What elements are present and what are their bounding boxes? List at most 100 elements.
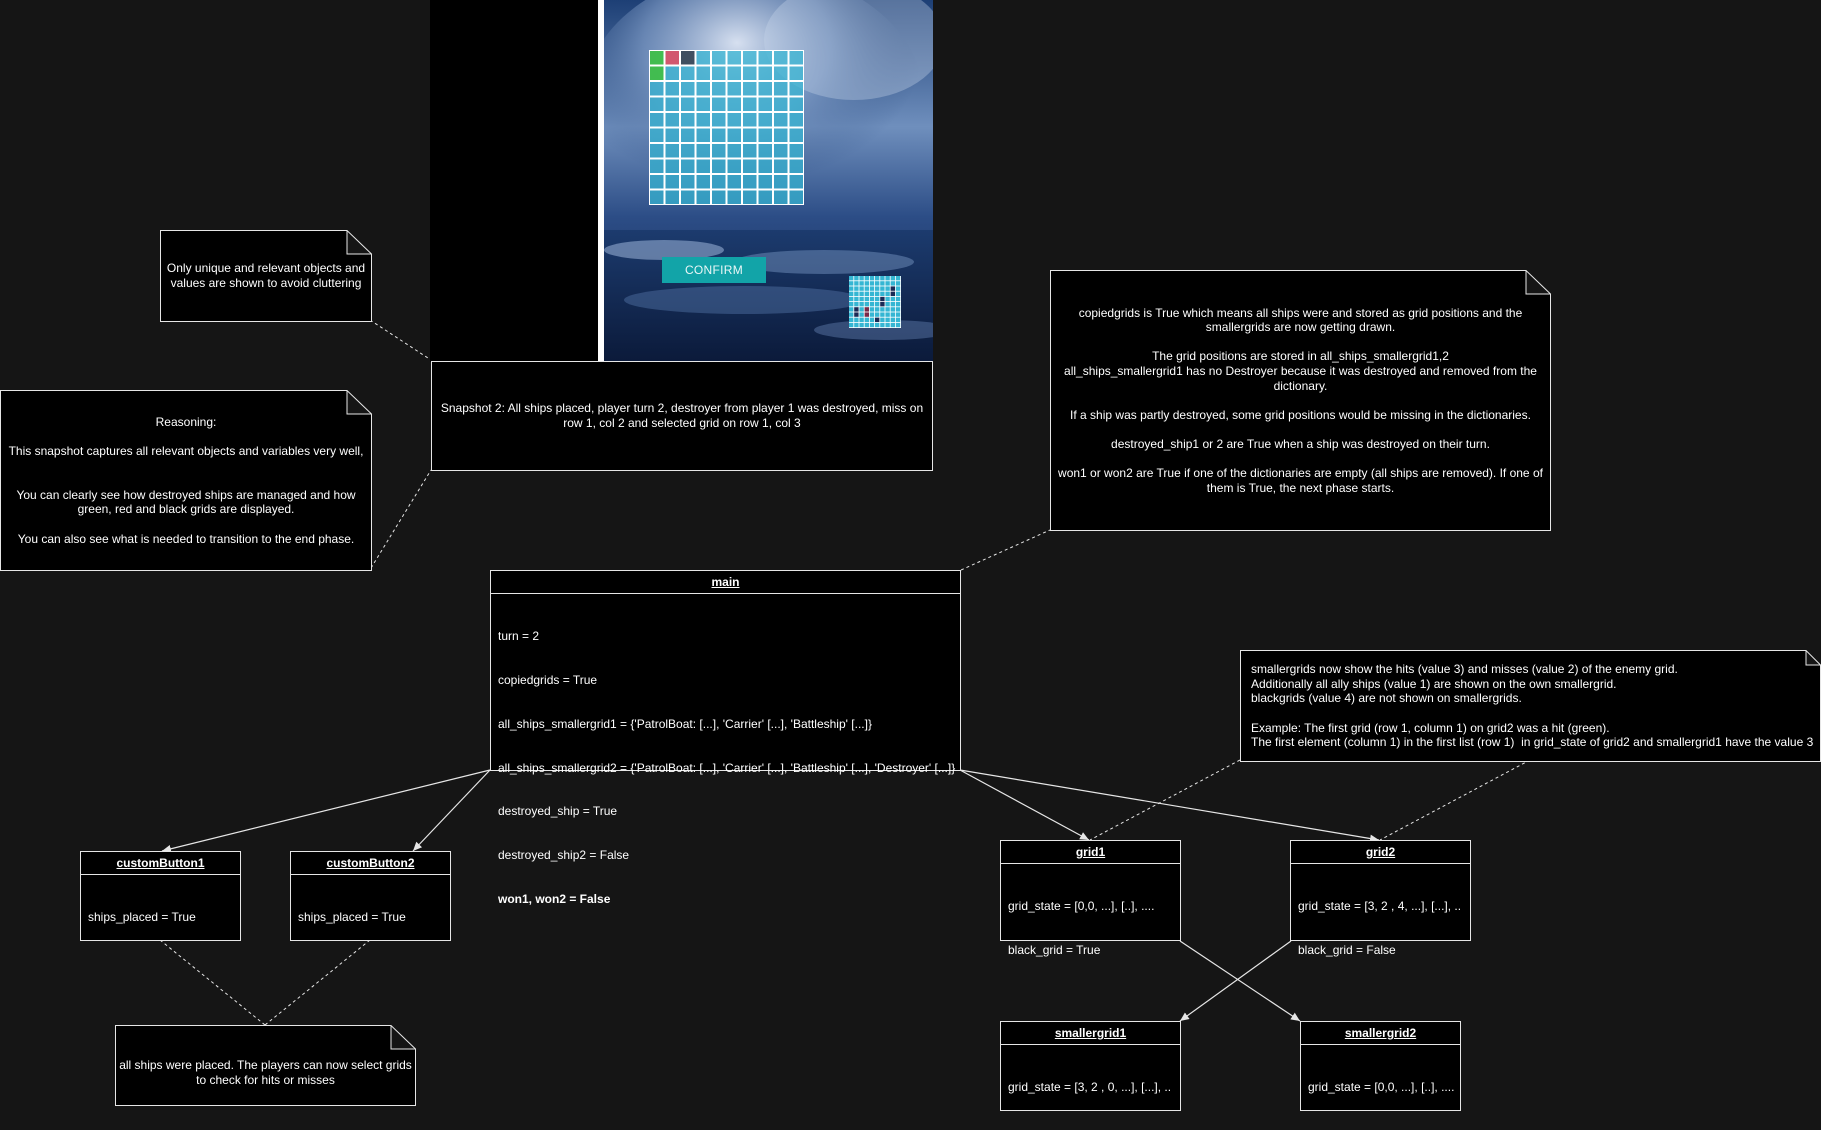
grid-cell[interactable] <box>664 189 680 205</box>
grid-cell[interactable] <box>757 189 773 205</box>
grid-cell[interactable] <box>664 65 680 81</box>
grid-cell[interactable] <box>773 96 789 112</box>
grid-cell[interactable] <box>726 112 742 128</box>
confirm-button[interactable]: CONFIRM <box>662 257 766 283</box>
grid-cell[interactable] <box>726 189 742 205</box>
grid-cell[interactable] <box>742 174 758 190</box>
grid-cell[interactable] <box>773 127 789 143</box>
grid-cell[interactable] <box>649 158 665 174</box>
grid-cell[interactable] <box>695 174 711 190</box>
grid-cell[interactable] <box>788 127 804 143</box>
grid-cell[interactable] <box>664 112 680 128</box>
grid-cell[interactable] <box>742 112 758 128</box>
grid-cell[interactable] <box>695 143 711 159</box>
grid-cell[interactable] <box>726 143 742 159</box>
grid-cell[interactable] <box>680 112 696 128</box>
grid-cell[interactable] <box>742 96 758 112</box>
grid-cell[interactable] <box>695 50 711 66</box>
grid-cell[interactable] <box>757 50 773 66</box>
grid-cell[interactable] <box>726 158 742 174</box>
grid-cell[interactable] <box>649 143 665 159</box>
grid-cell[interactable] <box>788 65 804 81</box>
grid-cell[interactable] <box>788 81 804 97</box>
grid-cell[interactable] <box>726 127 742 143</box>
grid-cell[interactable] <box>680 143 696 159</box>
grid-cell[interactable] <box>664 50 680 66</box>
grid-cell[interactable] <box>664 81 680 97</box>
grid-cell[interactable] <box>711 143 727 159</box>
grid-cell[interactable] <box>742 189 758 205</box>
grid-cell[interactable] <box>726 50 742 66</box>
grid-cell[interactable] <box>788 174 804 190</box>
grid-cell[interactable] <box>726 96 742 112</box>
grid-cell[interactable] <box>649 50 665 66</box>
grid-cell[interactable] <box>680 65 696 81</box>
grid-cell[interactable] <box>788 50 804 66</box>
grid-cell[interactable] <box>788 189 804 205</box>
grid-cell[interactable] <box>711 174 727 190</box>
grid-cell[interactable] <box>788 112 804 128</box>
grid-cell[interactable] <box>664 96 680 112</box>
grid-cell[interactable] <box>742 50 758 66</box>
grid-cell[interactable] <box>773 174 789 190</box>
grid-cell[interactable] <box>757 127 773 143</box>
grid-cell[interactable] <box>757 158 773 174</box>
grid-cell[interactable] <box>711 96 727 112</box>
grid-cell[interactable] <box>788 143 804 159</box>
grid-cell[interactable] <box>711 158 727 174</box>
grid-cell[interactable] <box>711 112 727 128</box>
grid-cell[interactable] <box>788 158 804 174</box>
grid-cell[interactable] <box>773 158 789 174</box>
grid-cell[interactable] <box>773 143 789 159</box>
grid-cell[interactable] <box>711 50 727 66</box>
grid-cell[interactable] <box>773 50 789 66</box>
grid-cell[interactable] <box>680 96 696 112</box>
grid-cell[interactable] <box>649 127 665 143</box>
grid-cell[interactable] <box>757 81 773 97</box>
grid-cell[interactable] <box>649 112 665 128</box>
player-grid[interactable] <box>649 50 805 206</box>
grid-cell[interactable] <box>649 174 665 190</box>
grid-cell[interactable] <box>664 143 680 159</box>
grid-cell[interactable] <box>695 158 711 174</box>
grid-cell[interactable] <box>757 65 773 81</box>
grid-cell[interactable] <box>742 143 758 159</box>
grid-cell[interactable] <box>664 174 680 190</box>
grid-cell[interactable] <box>773 112 789 128</box>
grid-cell[interactable] <box>773 65 789 81</box>
grid-cell[interactable] <box>680 81 696 97</box>
grid-cell[interactable] <box>680 174 696 190</box>
grid-cell[interactable] <box>695 81 711 97</box>
grid-cell[interactable] <box>726 81 742 97</box>
grid-cell[interactable] <box>695 96 711 112</box>
grid-cell[interactable] <box>664 158 680 174</box>
grid-cell[interactable] <box>649 65 665 81</box>
grid-cell[interactable] <box>742 81 758 97</box>
grid-cell[interactable] <box>711 81 727 97</box>
grid-cell[interactable] <box>649 189 665 205</box>
grid-cell[interactable] <box>742 127 758 143</box>
grid-cell[interactable] <box>711 189 727 205</box>
grid-cell[interactable] <box>680 50 696 66</box>
grid-cell[interactable] <box>711 65 727 81</box>
grid-cell[interactable] <box>649 96 665 112</box>
grid-cell[interactable] <box>695 112 711 128</box>
grid-cell[interactable] <box>773 81 789 97</box>
grid-cell[interactable] <box>742 158 758 174</box>
grid-cell[interactable] <box>664 127 680 143</box>
grid-cell[interactable] <box>711 127 727 143</box>
grid-cell[interactable] <box>788 96 804 112</box>
grid-cell[interactable] <box>757 96 773 112</box>
grid-cell[interactable] <box>726 174 742 190</box>
grid-cell[interactable] <box>695 127 711 143</box>
grid-cell[interactable] <box>695 189 711 205</box>
grid-cell[interactable] <box>695 65 711 81</box>
grid-cell[interactable] <box>757 174 773 190</box>
grid-cell[interactable] <box>649 81 665 97</box>
grid-cell[interactable] <box>742 65 758 81</box>
grid-cell[interactable] <box>680 189 696 205</box>
grid-cell[interactable] <box>757 112 773 128</box>
grid-cell[interactable] <box>680 158 696 174</box>
grid-cell[interactable] <box>757 143 773 159</box>
grid-cell[interactable] <box>726 65 742 81</box>
